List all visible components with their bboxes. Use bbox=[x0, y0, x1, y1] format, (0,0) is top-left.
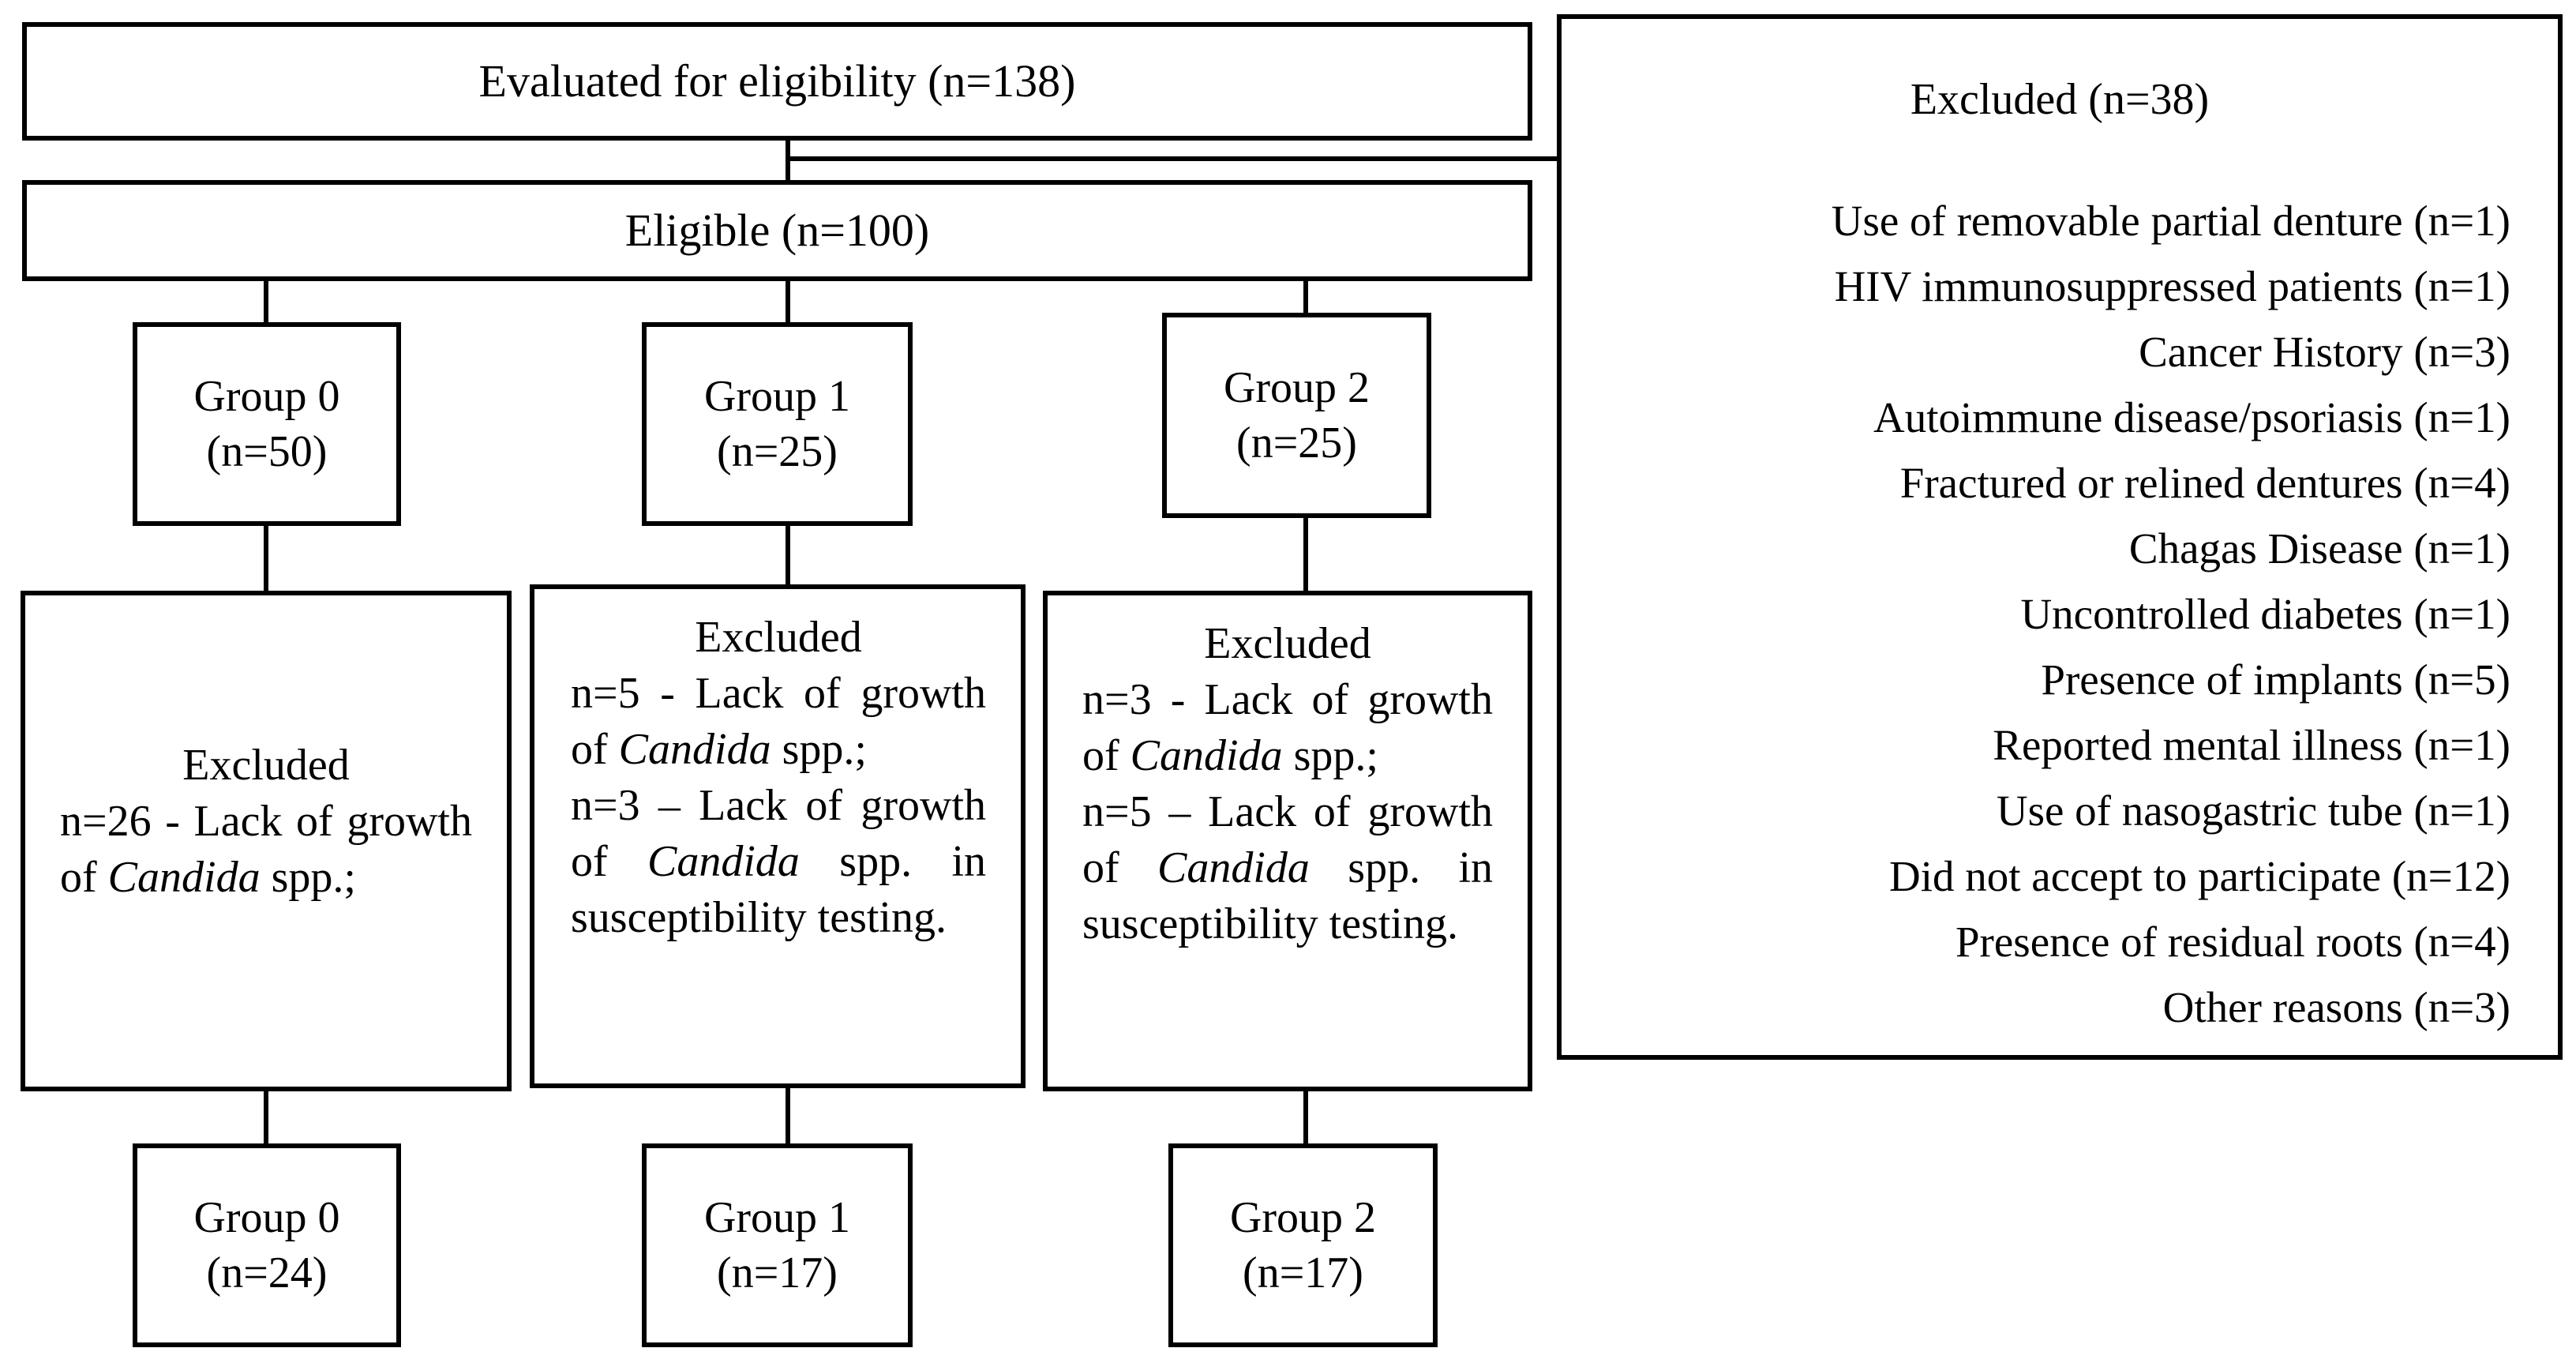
group0-excluded-reason: n=26 - Lack of growth of Candida spp.; bbox=[60, 797, 472, 902]
group0-count: (n=50) bbox=[206, 427, 328, 476]
group1-excluded-title: Excluded bbox=[695, 613, 862, 662]
group1-count: (n=25) bbox=[717, 427, 838, 476]
excluded-reason: Other reasons (n=3) bbox=[2162, 983, 2510, 1031]
group2-count: (n=25) bbox=[1236, 419, 1357, 467]
group1-excluded-reason-1: n=5 - Lack of growth of Candida spp.; bbox=[571, 669, 986, 774]
connector-group0-excluded bbox=[264, 523, 268, 594]
group0-box: Group 0 (n=50) bbox=[133, 322, 401, 526]
excluded-main-box: Excluded (n=38) Use of removable partial… bbox=[1557, 14, 2563, 1060]
group0-excluded-text: Excluded n=26 - Lack of growth of Candid… bbox=[60, 738, 472, 906]
group2-final-count: (n=17) bbox=[1243, 1248, 1363, 1297]
excluded-main-title: Excluded (n=38) bbox=[1910, 75, 2210, 124]
eligible-label: Eligible (n=100) bbox=[624, 204, 930, 256]
excluded-reason: Use of nasogastric tube (n=1) bbox=[1996, 787, 2510, 835]
excluded-reason: Cancer History (n=3) bbox=[2139, 328, 2510, 376]
group0-final-count: (n=24) bbox=[206, 1248, 328, 1297]
group0-final-name: Group 0 bbox=[193, 1193, 340, 1242]
group2-box: Group 2 (n=25) bbox=[1162, 313, 1431, 518]
excluded-reasons-list: Use of removable partial denture (n=1) H… bbox=[1832, 188, 2510, 1040]
group0-excluded-title: Excluded bbox=[182, 741, 350, 790]
connector-eligible-group0 bbox=[264, 278, 268, 325]
connector-group2-excluded bbox=[1303, 515, 1308, 594]
excluded-reason: HIV immunosuppressed patients (n=1) bbox=[1834, 262, 2510, 310]
group2-excluded-title: Excluded bbox=[1204, 619, 1371, 668]
group1-box: Group 1 (n=25) bbox=[642, 322, 913, 526]
group1-excluded-box: Excluded n=5 - Lack of growth of Candida… bbox=[530, 584, 1026, 1088]
group1-final-box: Group 1 (n=17) bbox=[642, 1143, 913, 1347]
group1-final-name: Group 1 bbox=[703, 1193, 851, 1242]
group2-final-box: Group 2 (n=17) bbox=[1168, 1143, 1438, 1347]
group0-final-box: Group 0 (n=24) bbox=[133, 1143, 401, 1347]
excluded-reason: Autoimmune disease/psoriasis (n=1) bbox=[1873, 393, 2510, 441]
group1-name: Group 1 bbox=[703, 372, 851, 421]
group2-excluded-reason-1: n=3 - Lack of growth of Candida spp.; bbox=[1082, 675, 1493, 780]
group1-excluded-reason-2: n=3 – Lack of growth of Candida spp. in … bbox=[571, 781, 986, 942]
connector-eligible-group2 bbox=[1303, 278, 1308, 316]
excluded-reason: Did not accept to participate (n=12) bbox=[1889, 852, 2510, 900]
excluded-reason: Reported mental illness (n=1) bbox=[1993, 721, 2510, 769]
connector-to-excluded bbox=[786, 156, 1561, 161]
group0-excluded-box: Excluded n=26 - Lack of growth of Candid… bbox=[21, 591, 512, 1091]
connector-excluded1-final1 bbox=[786, 1085, 790, 1147]
excluded-reason: Chagas Disease (n=1) bbox=[2128, 524, 2510, 573]
group2-final-name: Group 2 bbox=[1229, 1193, 1377, 1242]
connector-excluded0-final0 bbox=[264, 1088, 268, 1147]
group2-name: Group 2 bbox=[1223, 363, 1370, 412]
connector-group1-excluded bbox=[786, 523, 790, 586]
excluded-reason: Fractured or relined dentures (n=4) bbox=[1899, 459, 2510, 507]
connector-excluded2-final2 bbox=[1303, 1088, 1308, 1147]
group1-final-count: (n=17) bbox=[717, 1248, 838, 1297]
eligible-box: Eligible (n=100) bbox=[22, 180, 1532, 281]
group2-excluded-text: Excluded n=3 - Lack of growth of Candida… bbox=[1082, 616, 1493, 952]
excluded-reason: Use of removable partial denture (n=1) bbox=[1831, 197, 2510, 245]
evaluated-label: Evaluated for eligibility (n=138) bbox=[478, 54, 1076, 107]
group2-excluded-reason-2: n=5 – Lack of growth of Candida spp. in … bbox=[1082, 787, 1493, 948]
excluded-reason: Presence of residual roots (n=4) bbox=[1955, 918, 2510, 966]
group0-name: Group 0 bbox=[193, 372, 340, 421]
excluded-reason: Uncontrolled diabetes (n=1) bbox=[2020, 590, 2510, 638]
connector-eligible-group1 bbox=[786, 278, 790, 325]
group2-excluded-box: Excluded n=3 - Lack of growth of Candida… bbox=[1043, 591, 1532, 1091]
evaluated-box: Evaluated for eligibility (n=138) bbox=[22, 22, 1532, 141]
group1-excluded-text: Excluded n=5 - Lack of growth of Candida… bbox=[571, 610, 986, 946]
excluded-reason: Presence of implants (n=5) bbox=[2041, 655, 2510, 704]
